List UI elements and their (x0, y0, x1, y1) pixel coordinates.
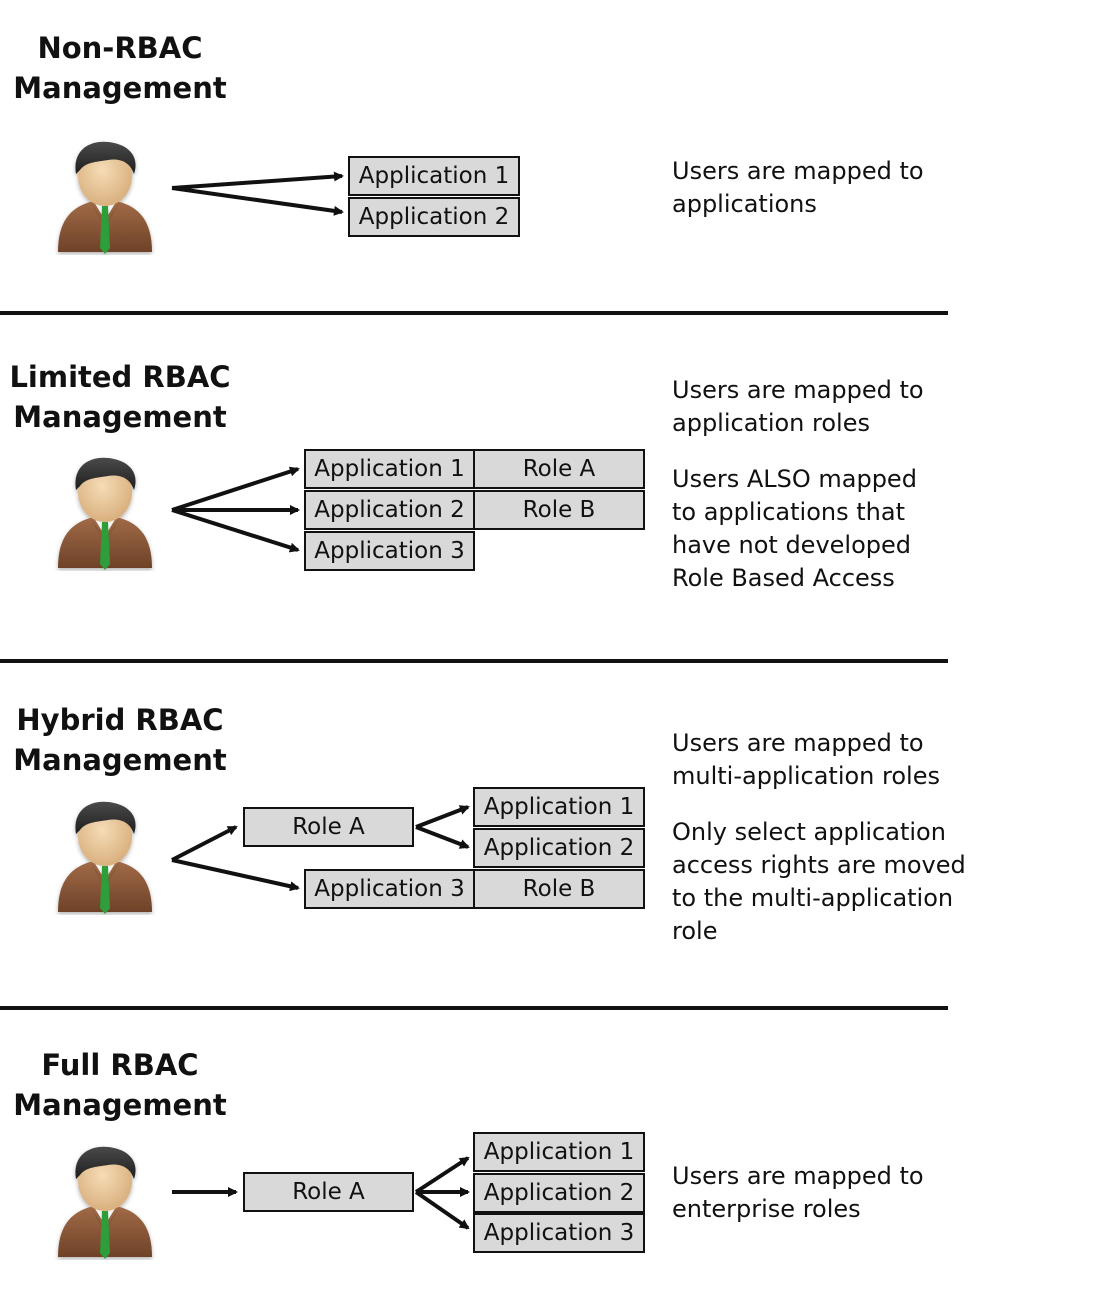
description-line: multi-application roles (672, 762, 940, 790)
description-line: to applications that (672, 498, 905, 526)
application-box: Application 2 (473, 828, 645, 868)
description-line: enterprise roles (672, 1195, 861, 1223)
role-box: Role A (473, 449, 645, 489)
description-line: access rights are moved (672, 851, 966, 879)
application-box: Application 1 (304, 449, 475, 489)
section-title-hybrid-rbac: Hybrid RBAC Management (0, 700, 240, 780)
description-line: Users ALSO mapped (672, 465, 917, 493)
section-description: Users are mapped to applications (672, 155, 924, 221)
title-line: Management (13, 400, 227, 434)
section-description-secondary: Users ALSO mapped to applications that h… (672, 463, 917, 595)
section-description: Users are mapped to application roles (672, 374, 924, 440)
section-divider (0, 1006, 948, 1010)
application-box: Application 1 (348, 156, 520, 196)
application-box: Application 1 (473, 1132, 645, 1172)
role-box: Role A (243, 1172, 414, 1212)
description-line: Users are mapped to (672, 376, 924, 404)
description-line: Only select application (672, 818, 946, 846)
application-box: Application 3 (473, 1213, 645, 1253)
application-box: Application 2 (348, 197, 520, 237)
title-line: Management (13, 743, 227, 777)
application-box: Application 3 (304, 869, 475, 909)
section-title-limited-rbac: Limited RBAC Management (0, 357, 240, 437)
description-line: to the multi-application (672, 884, 954, 912)
title-line: Management (13, 71, 227, 105)
title-line: Non-RBAC (37, 31, 203, 65)
role-box: Role B (473, 490, 645, 530)
title-line: Hybrid RBAC (16, 703, 224, 737)
description-line: Users are mapped to (672, 1162, 924, 1190)
user-icon (50, 1145, 160, 1260)
section-description: Users are mapped to enterprise roles (672, 1160, 924, 1226)
section-divider (0, 659, 948, 663)
description-line: Users are mapped to (672, 157, 924, 185)
description-line: role (672, 917, 718, 945)
user-icon (50, 800, 160, 915)
section-title-non-rbac: Non-RBAC Management (0, 28, 240, 108)
title-line: Full RBAC (41, 1048, 199, 1082)
section-description-secondary: Only select application access rights ar… (672, 816, 966, 948)
application-box: Application 2 (473, 1173, 645, 1213)
description-line: Users are mapped to (672, 729, 924, 757)
description-line: Role Based Access (672, 564, 895, 592)
application-box: Application 2 (304, 490, 475, 530)
section-divider (0, 311, 948, 315)
description-line: have not developed (672, 531, 912, 559)
title-line: Limited RBAC (9, 360, 231, 394)
section-title-full-rbac: Full RBAC Management (0, 1045, 240, 1125)
application-box: Application 3 (304, 531, 475, 571)
role-box: Role A (243, 807, 414, 847)
user-icon (50, 456, 160, 571)
section-description: Users are mapped to multi-application ro… (672, 727, 940, 793)
role-box: Role B (473, 869, 645, 909)
application-box: Application 1 (473, 787, 645, 827)
title-line: Management (13, 1088, 227, 1122)
description-line: application roles (672, 409, 870, 437)
description-line: applications (672, 190, 817, 218)
